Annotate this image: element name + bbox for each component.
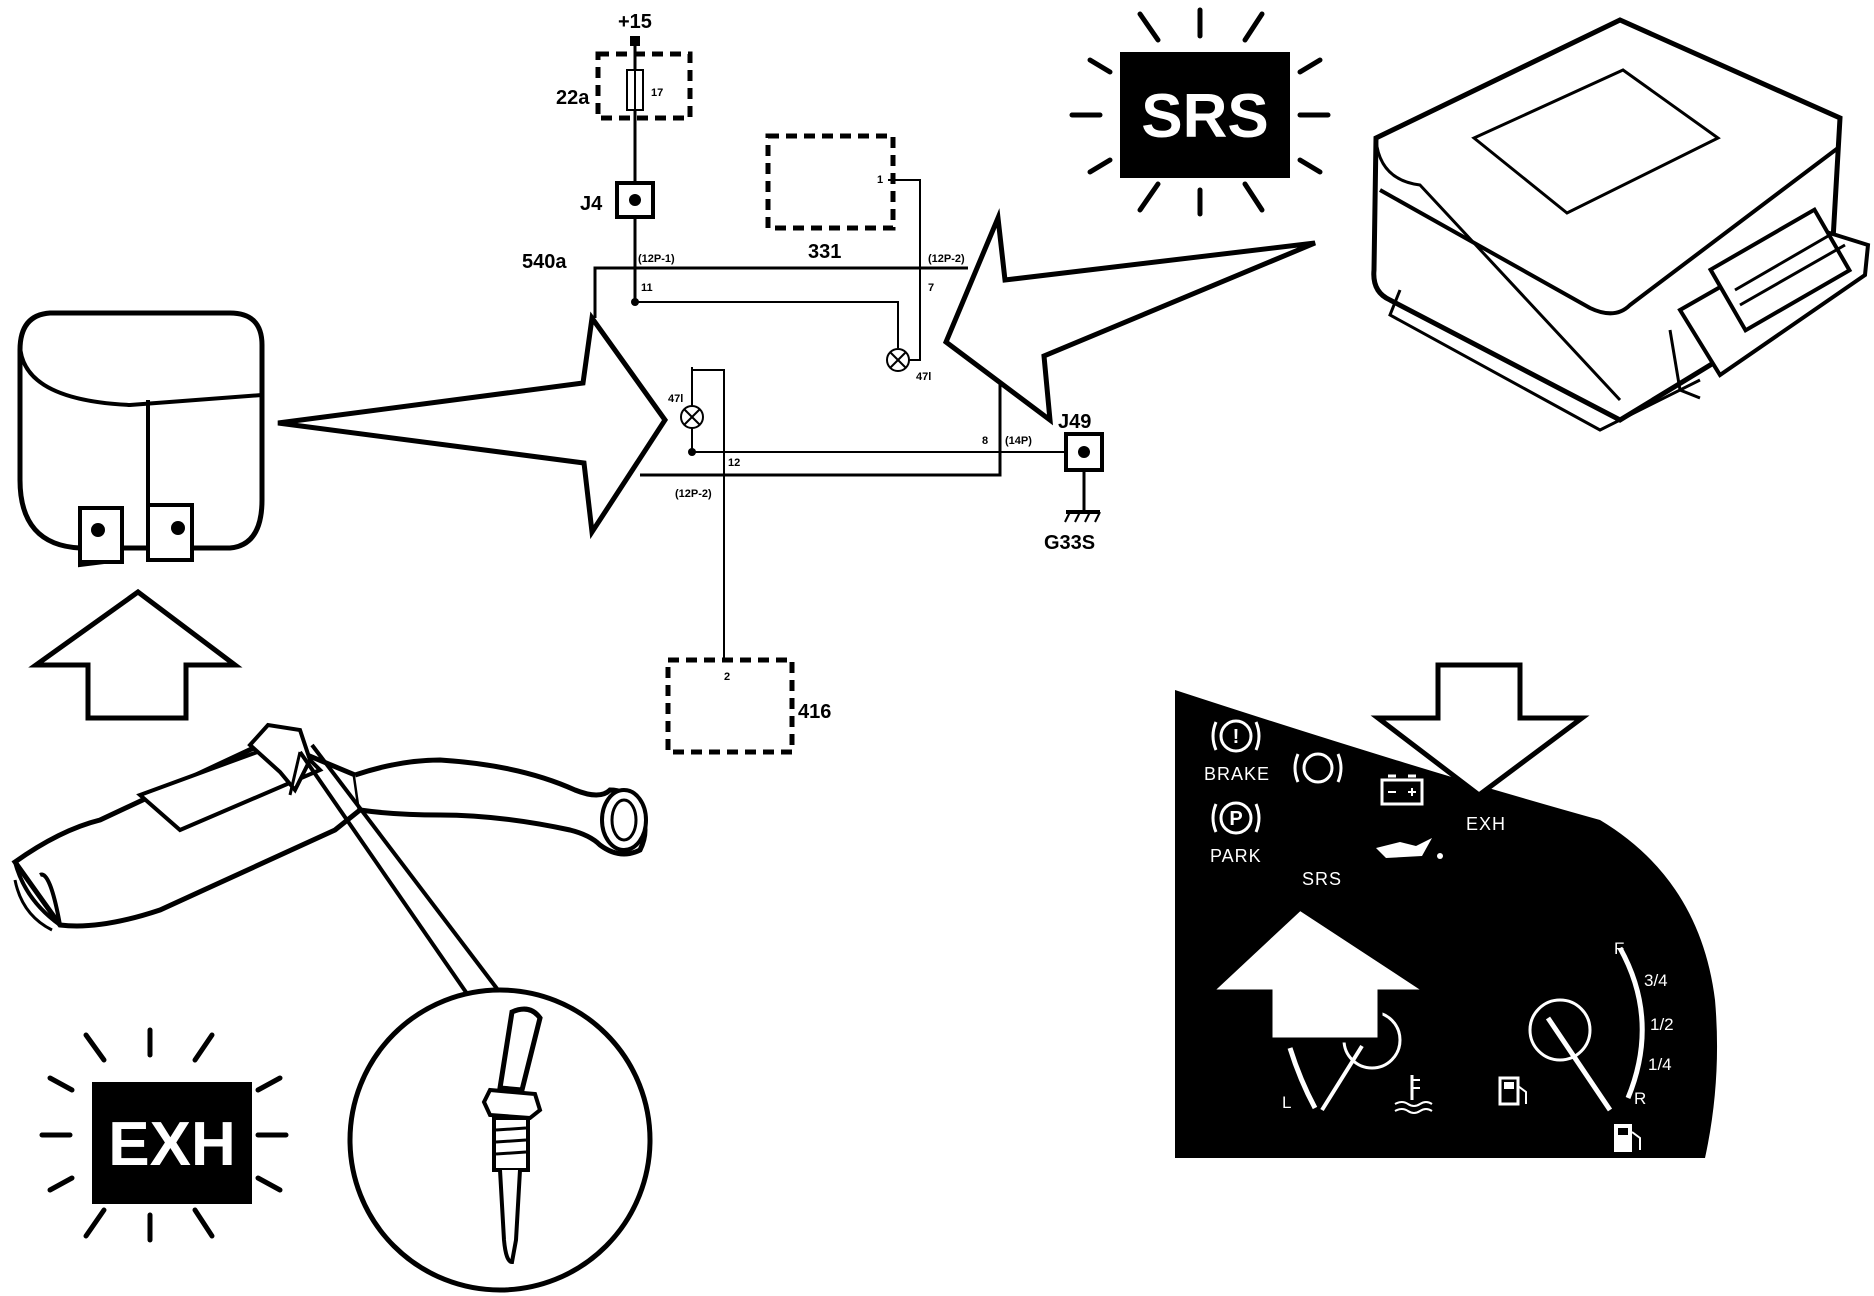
- catalytic-converter-icon: [11, 722, 648, 932]
- pin-7-label: 7: [928, 282, 934, 294]
- fuse-number-label: 17: [651, 87, 663, 99]
- srs-badge-text: SRS: [1141, 82, 1268, 151]
- fuel-half-label: 1/2: [1650, 1015, 1674, 1034]
- fuel-three-quarter-label: 3/4: [1644, 971, 1668, 990]
- fuel-reserve-label: R: [1634, 1089, 1646, 1108]
- supply-terminal: [630, 36, 640, 46]
- module-416: [665, 657, 795, 755]
- module-331-pin: 1: [877, 174, 883, 186]
- arrow-from-relay: [277, 311, 669, 540]
- supply-label: +15: [618, 11, 652, 33]
- exh-panel-label: EXH: [1466, 814, 1506, 834]
- fuel-gauge: F 3/4 1/2 1/4 R: [1528, 939, 1674, 1112]
- fuel-pump-icon: [1498, 1076, 1527, 1106]
- module-416-pin: 2: [724, 671, 730, 683]
- fuel-full-label: F: [1614, 939, 1624, 958]
- pin-11-label: 11: [641, 282, 653, 294]
- sensor-detail-circle: [347, 987, 653, 1293]
- oil-can-icon: [1376, 838, 1443, 859]
- fuel-pump-icon: [1614, 1124, 1641, 1152]
- relay-icon: [17, 310, 265, 568]
- ground-symbol-icon: [1064, 510, 1101, 523]
- module-416-label: 416: [798, 701, 831, 723]
- lamp-lower-label: 47l: [668, 393, 683, 405]
- lamp-icon: [886, 348, 910, 372]
- exh-badge-text: EXH: [108, 1110, 235, 1179]
- coolant-temp-icon: [1394, 1075, 1433, 1114]
- temperature-sensor-icon: [481, 1006, 543, 1265]
- zoom-leader-right: [310, 743, 500, 992]
- connector-j4-label: J4: [580, 193, 603, 215]
- pin-8-label: 8: [982, 435, 988, 447]
- connector-12p2-bottom-label: (12P-2): [675, 488, 712, 500]
- svg-text:!: !: [1233, 726, 1240, 748]
- fuse-id-label: 22a: [556, 87, 590, 109]
- fuse-box: [595, 51, 693, 121]
- brake-label: BRAKE: [1204, 764, 1270, 784]
- wiring-schematic: +15 22a 17 J4 331 1 540a (12P-1) (12P-2)…: [522, 11, 1104, 755]
- srs-panel-label: SRS: [1302, 869, 1342, 889]
- lamp-upper-label: 47l: [916, 371, 931, 383]
- fuel-quarter-label: 1/4: [1648, 1055, 1672, 1074]
- temp-low-label: L: [1282, 1093, 1291, 1112]
- srs-warning-badge: SRS: [1069, 7, 1331, 217]
- svg-text:P: P: [1229, 808, 1242, 830]
- module-331: [765, 133, 896, 231]
- battery-icon: [1380, 774, 1424, 806]
- fuse-icon: [626, 69, 644, 111]
- module-331-label: 331: [808, 241, 841, 263]
- module-540a-label: 540a: [522, 251, 567, 273]
- zoom-leader-left: [298, 750, 472, 1000]
- lamp-icon: [680, 405, 704, 429]
- connector-j49-label: J49: [1058, 411, 1091, 433]
- connector-14p-label: (14P): [1005, 435, 1032, 447]
- park-label: PARK: [1210, 846, 1262, 866]
- arrow-down-to-exh: [1370, 662, 1590, 799]
- abs-warning-icon: [1293, 752, 1343, 784]
- park-brake-icon: P: [1211, 801, 1261, 835]
- ground-label: G33S: [1044, 532, 1095, 554]
- srs-control-unit-icon: [1371, 17, 1871, 432]
- brake-warning-icon: !: [1211, 719, 1261, 753]
- connector-12p1-label: (12P-1): [638, 253, 675, 265]
- arrow-up-to-relay: [28, 588, 243, 721]
- pin-12-label: 12: [728, 457, 740, 469]
- arrow-from-srs-unit: [942, 208, 1316, 426]
- arrow-up-to-srs: [1203, 904, 1437, 1043]
- connector-12p2-top-label: (12P-2): [928, 253, 965, 265]
- exh-warning-badge: EXH: [39, 1027, 289, 1243]
